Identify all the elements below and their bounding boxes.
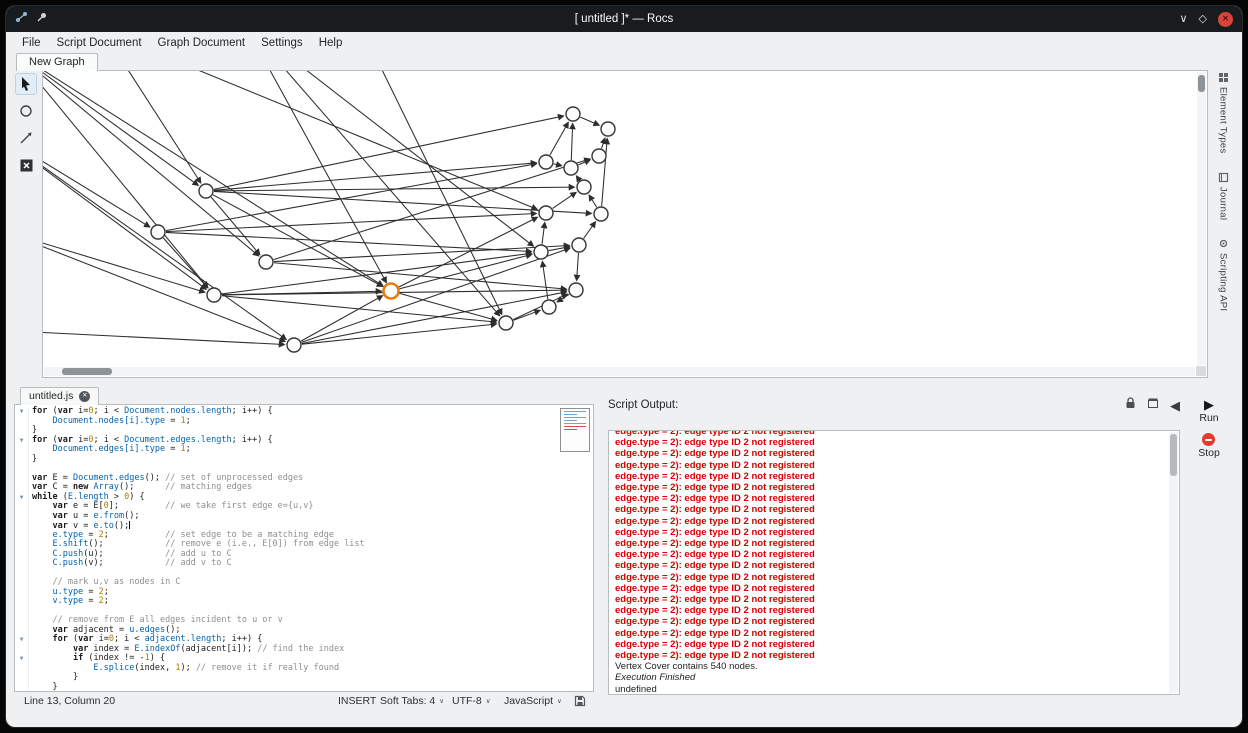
add-edge-tool[interactable]: [16, 128, 36, 148]
delete-icon: [20, 159, 32, 171]
menu-bar: File Script Document Graph Document Sett…: [6, 32, 1242, 53]
bottom-area: untitled.js ✕ ▼for (var i=0; i < Documen…: [6, 382, 1242, 727]
gear-icon: [1219, 239, 1227, 247]
output-scrollbar-thumb[interactable]: [1170, 434, 1177, 476]
clear-output-icon[interactable]: ◀: [1170, 397, 1180, 413]
minimap-line: [564, 426, 586, 427]
circle-icon: [20, 105, 32, 117]
script-output: edge.type = 2): edge type ID 2 not regis…: [608, 430, 1180, 695]
menu-file[interactable]: File: [22, 36, 41, 49]
minimap-line: [564, 414, 577, 415]
minimap-line: [564, 420, 577, 421]
delete-tool[interactable]: [16, 155, 36, 175]
canvas-hscrollbar[interactable]: [44, 367, 1195, 376]
edge-arrow-icon: [20, 132, 32, 144]
graph-toolbar: [14, 74, 38, 175]
close-icon: ✕: [1222, 14, 1229, 23]
tab-scripting-api[interactable]: Scripting API: [1218, 238, 1229, 311]
run-stop-controls: ▶ Run Stop: [1188, 398, 1230, 459]
tab-untitled-js[interactable]: untitled.js ✕: [20, 387, 100, 405]
journal-icon: [1218, 172, 1228, 182]
minimap-line: [564, 423, 586, 424]
tab-journal[interactable]: Journal: [1218, 172, 1229, 220]
script-output-label: Script Output:: [608, 399, 679, 411]
encoding-menu[interactable]: UTF-8∨: [452, 695, 491, 707]
tab-element-types[interactable]: Element Types: [1218, 72, 1229, 154]
pin-icon[interactable]: [36, 10, 48, 28]
minimap[interactable]: [560, 408, 590, 452]
menu-graph-document[interactable]: Graph Document: [157, 36, 246, 49]
language-label: JavaScript: [504, 695, 554, 707]
graph-canvas[interactable]: [42, 70, 1208, 378]
editor-tab-bar: untitled.js ✕: [14, 386, 594, 405]
lock-icon[interactable]: [1125, 396, 1136, 414]
save-icon[interactable]: [574, 695, 586, 710]
window-title: [ untitled ]* — Rocs: [574, 13, 674, 25]
encoding-label: UTF-8: [452, 695, 482, 707]
output-lines: edge.type = 2): edge type ID 2 not regis…: [615, 430, 815, 695]
run-label: Run: [1199, 412, 1219, 424]
side-panel-tabs: Element Types Journal Scripting API: [1212, 72, 1234, 311]
minimize-button[interactable]: ∨: [1179, 12, 1188, 25]
pointer-icon: [22, 77, 30, 91]
run-icon: ▶: [1203, 397, 1214, 412]
app-icon: [15, 10, 29, 28]
editor-pane: untitled.js ✕ ▼for (var i=0; i < Documen…: [14, 386, 594, 692]
cursor-position: Line 13, Column 20: [24, 695, 116, 707]
chevron-down-icon: ∨: [557, 698, 562, 705]
output-scrollbar[interactable]: [1169, 432, 1178, 693]
vscrollbar-thumb[interactable]: [1198, 75, 1205, 92]
code-lines: ▼for (var i=0; i < Document.nodes.length…: [15, 406, 593, 691]
tab-width-label: Soft Tabs: 4: [380, 695, 436, 707]
script-output-header: Script Output: ◀: [608, 396, 1180, 414]
titlebar: [ untitled ]* — Rocs ∨ ◇ ✕: [6, 6, 1242, 32]
language-menu[interactable]: JavaScript∨: [504, 695, 562, 707]
graph-canvas-svg: [43, 71, 616, 353]
canvas-vscrollbar[interactable]: [1197, 72, 1206, 365]
tab-new-graph[interactable]: New Graph: [16, 53, 98, 71]
menu-help[interactable]: Help: [318, 36, 343, 49]
editor-tab-label: untitled.js: [29, 390, 74, 402]
add-node-tool[interactable]: [16, 101, 36, 121]
tab-close-icon[interactable]: ✕: [79, 390, 91, 402]
code-editor[interactable]: ▼for (var i=0; i < Document.nodes.length…: [14, 404, 594, 692]
stop-icon: [1202, 433, 1216, 446]
stop-label: Stop: [1198, 447, 1220, 459]
scrollbar-corner: [1196, 366, 1206, 376]
export-icon[interactable]: [1147, 396, 1159, 414]
stop-button[interactable]: Stop: [1198, 433, 1220, 459]
element-types-label: Element Types: [1217, 87, 1229, 154]
menu-settings[interactable]: Settings: [261, 36, 303, 49]
scripting-api-label: Scripting API: [1217, 252, 1229, 312]
chevron-down-icon: ∨: [485, 698, 491, 705]
maximize-button[interactable]: ◇: [1198, 12, 1207, 25]
grid-icon: [1218, 73, 1228, 82]
minimap-line: [564, 411, 586, 412]
run-button[interactable]: ▶ Run: [1199, 398, 1218, 424]
graph-area: Element Types Journal Scripting API: [6, 70, 1242, 382]
insert-mode-button[interactable]: INSERT: [338, 695, 377, 707]
close-button[interactable]: ✕: [1218, 11, 1233, 27]
select-tool[interactable]: [16, 74, 36, 94]
chevron-down-icon: ∨: [439, 698, 445, 705]
tab-width-menu[interactable]: Soft Tabs: 4∨: [380, 695, 444, 707]
editor-statusbar: Line 13, Column 20 INSERT Soft Tabs: 4∨ …: [6, 692, 1242, 710]
minimap-line: [564, 417, 586, 418]
journal-label: Journal: [1217, 186, 1229, 220]
hscrollbar-thumb[interactable]: [62, 368, 112, 375]
graph-tab-bar: New Graph: [6, 53, 1242, 71]
rocs-window: [ untitled ]* — Rocs ∨ ◇ ✕ File Script D…: [6, 6, 1242, 727]
minimap-line: [564, 429, 577, 430]
menu-script-document[interactable]: Script Document: [56, 36, 142, 49]
